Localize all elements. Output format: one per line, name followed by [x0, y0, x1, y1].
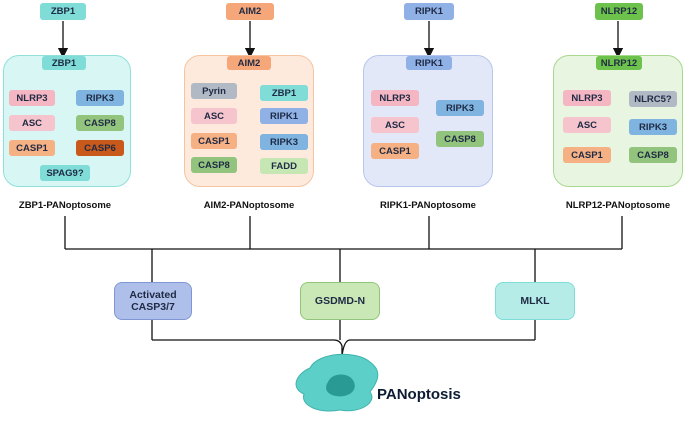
aim2-casp8: CASP8	[191, 157, 237, 173]
zbp1-spag9: SPAG9?	[40, 165, 90, 181]
effector-casp37: Activated CASP3/7	[114, 282, 192, 320]
aim2-casp1: CASP1	[191, 133, 237, 149]
nlrp12-ripk3: RIPK3	[629, 119, 677, 135]
nlrp12-caption: NLRP12-PANoptosome	[565, 200, 671, 211]
ripk1-casp1: CASP1	[371, 143, 419, 159]
zbp1-nlrp3: NLRP3	[9, 90, 55, 106]
nlrp12-nlrp3: NLRP3	[563, 90, 611, 106]
cell-icon	[295, 353, 379, 412]
panoptosis-label: PANoptosis	[377, 386, 461, 403]
aim2-caption: AIM2-PANoptosome	[203, 200, 295, 211]
ripk1-ripk3: RIPK3	[436, 100, 484, 116]
ripk1-header: RIPK1	[406, 56, 452, 70]
sensor-aim2: AIM2	[226, 3, 274, 20]
nlrp12-header: NLRP12	[596, 56, 642, 70]
zbp1-caption: ZBP1-PANoptosome	[18, 200, 112, 211]
ripk1-casp8: CASP8	[436, 131, 484, 147]
ripk1-nlrp3: NLRP3	[371, 90, 419, 106]
sensor-nlrp12: NLRP12	[595, 3, 643, 20]
zbp1-asc: ASC	[9, 115, 55, 131]
nlrp12-casp8: CASP8	[629, 147, 677, 163]
zbp1-casp8: CASP8	[76, 115, 124, 131]
ripk1-caption: RIPK1-PANoptosome	[380, 200, 476, 211]
aim2-pyrin: Pyrin	[191, 83, 237, 99]
sensor-zbp1: ZBP1	[40, 3, 86, 20]
zbp1-ripk3: RIPK3	[76, 90, 124, 106]
effector-gsdmd-n: GSDMD-N	[300, 282, 380, 320]
aim2-header: AIM2	[227, 56, 271, 70]
effector-mlkl: MLKL	[495, 282, 575, 320]
nlrp12-asc: ASC	[563, 117, 611, 133]
aim2-ripk3: RIPK3	[260, 134, 308, 150]
zbp1-casp6: CASP6	[76, 140, 124, 156]
nlrp12-casp1: CASP1	[563, 147, 611, 163]
zbp1-casp1: CASP1	[9, 140, 55, 156]
aim2-fadd: FADD	[260, 158, 308, 174]
aim2-zbp1: ZBP1	[260, 85, 308, 101]
lower-brace	[152, 339, 535, 357]
zbp1-header: ZBP1	[42, 56, 86, 70]
aim2-ripk1: RIPK1	[260, 108, 308, 124]
nlrp12-nlrc5: NLRC5?	[629, 91, 677, 107]
ripk1-asc: ASC	[371, 117, 419, 133]
sensor-ripk1: RIPK1	[404, 3, 454, 20]
aim2-asc: ASC	[191, 108, 237, 124]
